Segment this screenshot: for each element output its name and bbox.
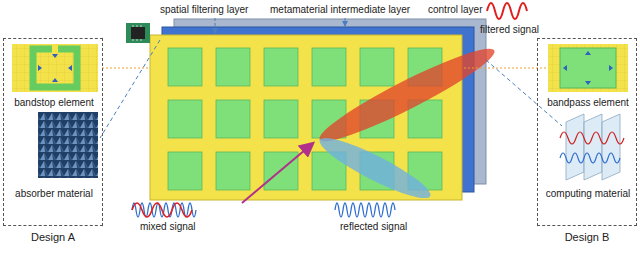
- design-panel: Design Abandstop elementabsorber materia…: [3, 38, 103, 226]
- annotation-label: mixed signal: [140, 221, 196, 233]
- annotation-label: metamaterial intermediate layer: [270, 4, 410, 16]
- annotation-label: reflected signal: [340, 221, 407, 233]
- element-label: computing material: [546, 188, 630, 200]
- design-caption: Design B: [538, 231, 636, 244]
- annotation-label: control layer: [428, 4, 482, 16]
- element-label: bandstop element: [14, 97, 94, 109]
- element-figure: computing material: [540, 110, 636, 200]
- design-panel: Design Bbandpass elementcomputing materi…: [537, 38, 637, 226]
- element-label: bandpass element: [547, 97, 629, 109]
- design-caption: Design A: [4, 231, 102, 244]
- element-label: absorber material: [15, 188, 93, 200]
- element-figure: absorber material: [8, 110, 100, 200]
- annotation-label: filtered signal: [480, 24, 539, 36]
- annotation-label: spatial filtering layer: [160, 4, 248, 16]
- element-figure: bandpass element: [542, 43, 634, 109]
- element-figure: bandstop element: [8, 43, 100, 109]
